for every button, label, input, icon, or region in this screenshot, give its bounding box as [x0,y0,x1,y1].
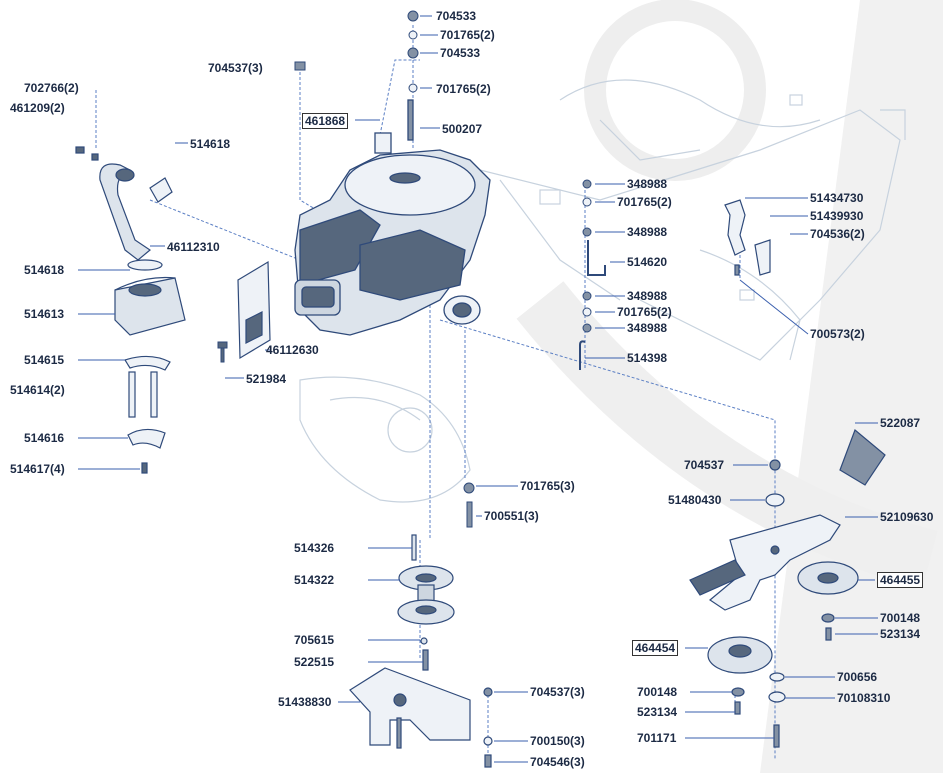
muffler-assembly [75,146,186,474]
label-702766-2: 702766(2) [24,81,79,95]
label-704533-a: 704533 [436,9,477,23]
label-704533-b: 704533 [440,46,481,60]
label-464455: 464455 [877,572,924,588]
ghost-deck-sketch [299,79,906,503]
bracket-51438830 [349,667,493,768]
top-hardware [294,10,419,93]
label-701171: 701171 [637,731,677,745]
label-701765-2-a: 701765(2) [440,28,495,42]
label-701765-2-b: 701765(2) [436,82,491,96]
label-700150-3: 700150(3) [530,734,585,748]
label-51438830: 51438830 [278,695,332,709]
label-464454: 464454 [632,640,679,656]
label-700148-b: 700148 [637,685,678,699]
label-51439930: 51439930 [810,209,864,223]
idler-arm-assembly [689,428,886,748]
label-704536-2: 704536(2) [810,227,865,241]
label-348988-b: 348988 [627,225,668,239]
assembly-lines [95,25,776,760]
label-514620: 514620 [627,255,668,269]
label-700148-a: 700148 [880,611,921,625]
label-514615: 514615 [24,353,65,367]
label-70108310: 70108310 [837,691,891,705]
center-pulleys [397,534,455,671]
right-top-parts [724,199,771,276]
label-51434730: 51434730 [810,191,864,205]
label-514617-4: 514617(4) [10,462,65,476]
label-705615: 705615 [294,633,335,647]
label-514614-2: 514614(2) [10,383,65,397]
label-500207: 500207 [442,122,483,136]
label-523134-b: 523134 [637,705,678,719]
label-514616: 514616 [24,431,65,445]
label-704537: 704537 [684,458,725,472]
label-461868: 461868 [302,113,349,129]
label-348988-d: 348988 [627,321,668,335]
label-522087: 522087 [880,416,921,430]
label-522515: 522515 [294,655,335,669]
label-514613: 514613 [24,307,65,321]
label-700551-3: 700551(3) [484,509,539,523]
label-701765-3: 701765(3) [520,479,575,493]
label-701765-2-c: 701765(2) [617,195,672,209]
label-700656: 700656 [837,670,878,684]
label-523134-a: 523134 [880,627,921,641]
label-leaders [78,15,878,763]
label-521984: 521984 [246,372,287,386]
label-51480430: 51480430 [668,493,722,507]
label-704537-3-a: 704537(3) [208,61,263,75]
bracket-46112630 [237,260,271,360]
label-52109630: 52109630 [880,510,934,524]
label-514618-b: 514618 [24,263,65,277]
label-700573-2: 700573(2) [810,327,865,341]
center-hardware [463,179,606,528]
bolt-521984 [217,341,228,363]
label-514398: 514398 [627,351,668,365]
label-514618-a: 514618 [190,137,231,151]
label-348988-a: 348988 [627,177,668,191]
label-348988-c: 348988 [627,289,668,303]
label-701765-2-d: 701765(2) [617,305,672,319]
label-46112310: 46112310 [167,240,220,254]
label-704546-3: 704546(3) [530,755,585,769]
label-514326: 514326 [294,541,335,555]
label-514322: 514322 [294,573,335,587]
label-461209-2: 461209(2) [10,101,65,115]
label-704537-3-b: 704537(3) [530,685,585,699]
label-46112630: 46112630 [266,343,319,357]
engine-assembly [294,99,491,336]
